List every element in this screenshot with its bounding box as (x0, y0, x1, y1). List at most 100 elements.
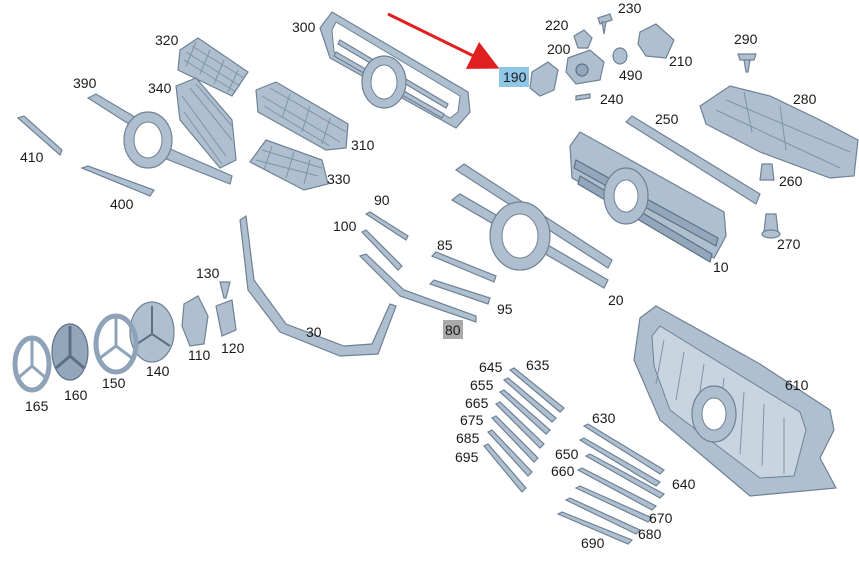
label-190[interactable]: 190 (503, 69, 527, 85)
part-250[interactable] (625, 115, 761, 205)
label-140[interactable]: 140 (146, 363, 170, 379)
label-100[interactable]: 100 (333, 218, 357, 234)
part-685[interactable] (487, 429, 533, 477)
part-140[interactable] (129, 301, 175, 363)
part-220[interactable] (573, 29, 593, 49)
part-100[interactable] (361, 229, 403, 271)
label-85[interactable]: 85 (437, 237, 453, 253)
label-665[interactable]: 665 (465, 395, 489, 411)
label-20[interactable]: 20 (608, 292, 624, 308)
label-80[interactable]: 80 (445, 322, 461, 338)
part-320[interactable] (177, 37, 249, 97)
label-30[interactable]: 30 (306, 324, 322, 340)
label-220[interactable]: 220 (545, 17, 569, 33)
part-310[interactable] (255, 81, 349, 151)
part-690[interactable] (556, 511, 634, 545)
part-95[interactable] (428, 279, 491, 305)
part-675[interactable] (491, 415, 539, 463)
part-340[interactable] (175, 77, 237, 169)
label-330[interactable]: 330 (327, 171, 351, 187)
part-695[interactable] (483, 443, 527, 493)
label-340[interactable]: 340 (148, 80, 172, 96)
label-200[interactable]: 200 (547, 41, 571, 57)
label-120[interactable]: 120 (221, 340, 245, 356)
part-655[interactable] (498, 389, 551, 435)
label-250[interactable]: 250 (655, 111, 679, 127)
label-310[interactable]: 310 (351, 137, 375, 153)
label-390[interactable]: 390 (73, 75, 97, 91)
part-165[interactable] (12, 335, 52, 393)
label-685[interactable]: 685 (456, 430, 480, 446)
part-330[interactable] (249, 139, 329, 191)
part-240[interactable] (575, 93, 591, 101)
label-95[interactable]: 95 (497, 301, 513, 317)
label-300[interactable]: 300 (292, 19, 316, 35)
part-680[interactable] (564, 497, 642, 535)
part-640[interactable] (584, 453, 665, 499)
part-670[interactable] (574, 485, 654, 523)
label-670[interactable]: 670 (649, 510, 673, 526)
part-160[interactable] (51, 323, 89, 381)
part-110[interactable] (181, 295, 209, 347)
label-680[interactable]: 680 (638, 526, 662, 542)
part-490[interactable] (612, 47, 628, 65)
label-695[interactable]: 695 (455, 449, 479, 465)
label-10[interactable]: 10 (713, 259, 729, 275)
part-665[interactable] (494, 401, 545, 449)
label-640[interactable]: 640 (672, 476, 696, 492)
part-300[interactable] (319, 11, 471, 129)
part-230[interactable] (597, 13, 613, 35)
label-610[interactable]: 610 (785, 377, 809, 393)
part-610[interactable] (633, 305, 837, 497)
part-390[interactable] (86, 93, 233, 185)
label-290[interactable]: 290 (734, 31, 758, 47)
part-130[interactable] (219, 281, 231, 299)
part-645[interactable] (502, 377, 557, 423)
label-130[interactable]: 130 (196, 265, 220, 281)
part-90[interactable] (364, 211, 409, 241)
label-410[interactable]: 410 (20, 149, 44, 165)
part-660[interactable] (576, 467, 658, 511)
part-150[interactable] (93, 313, 139, 375)
label-645[interactable]: 645 (479, 359, 503, 375)
label-655[interactable]: 655 (470, 377, 494, 393)
label-240[interactable]: 240 (600, 91, 624, 107)
part-20[interactable] (450, 163, 613, 289)
part-630[interactable] (582, 423, 665, 475)
label-490[interactable]: 490 (619, 67, 643, 83)
part-200[interactable] (565, 49, 605, 85)
label-90[interactable]: 90 (374, 192, 390, 208)
part-80[interactable] (358, 253, 477, 323)
label-210[interactable]: 210 (669, 53, 693, 69)
part-410[interactable] (16, 115, 63, 157)
label-165[interactable]: 165 (25, 398, 49, 414)
part-635[interactable] (508, 367, 565, 413)
label-160[interactable]: 160 (64, 387, 88, 403)
label-675[interactable]: 675 (460, 412, 484, 428)
label-630[interactable]: 630 (592, 410, 616, 426)
label-690[interactable]: 690 (581, 535, 605, 551)
label-635[interactable]: 635 (526, 357, 550, 373)
part-650[interactable] (578, 437, 661, 487)
label-270[interactable]: 270 (777, 236, 801, 252)
part-120[interactable] (215, 299, 237, 337)
label-110[interactable]: 110 (188, 347, 211, 363)
part-10[interactable] (569, 131, 727, 263)
part-280[interactable] (699, 85, 859, 179)
label-650[interactable]: 650 (555, 446, 579, 462)
label-280[interactable]: 280 (793, 91, 817, 107)
part-270[interactable] (761, 213, 781, 239)
label-230[interactable]: 230 (618, 0, 642, 16)
label-400[interactable]: 400 (110, 196, 134, 212)
label-320[interactable]: 320 (155, 32, 179, 48)
part-400[interactable] (80, 165, 155, 197)
label-150[interactable]: 150 (102, 375, 126, 391)
part-30[interactable] (239, 214, 397, 357)
part-190[interactable] (529, 61, 559, 97)
part-85[interactable] (430, 251, 497, 283)
label-660[interactable]: 660 (551, 463, 575, 479)
label-260[interactable]: 260 (779, 173, 803, 189)
part-290[interactable] (737, 53, 757, 73)
part-260[interactable] (759, 163, 775, 181)
part-210[interactable] (637, 23, 675, 59)
